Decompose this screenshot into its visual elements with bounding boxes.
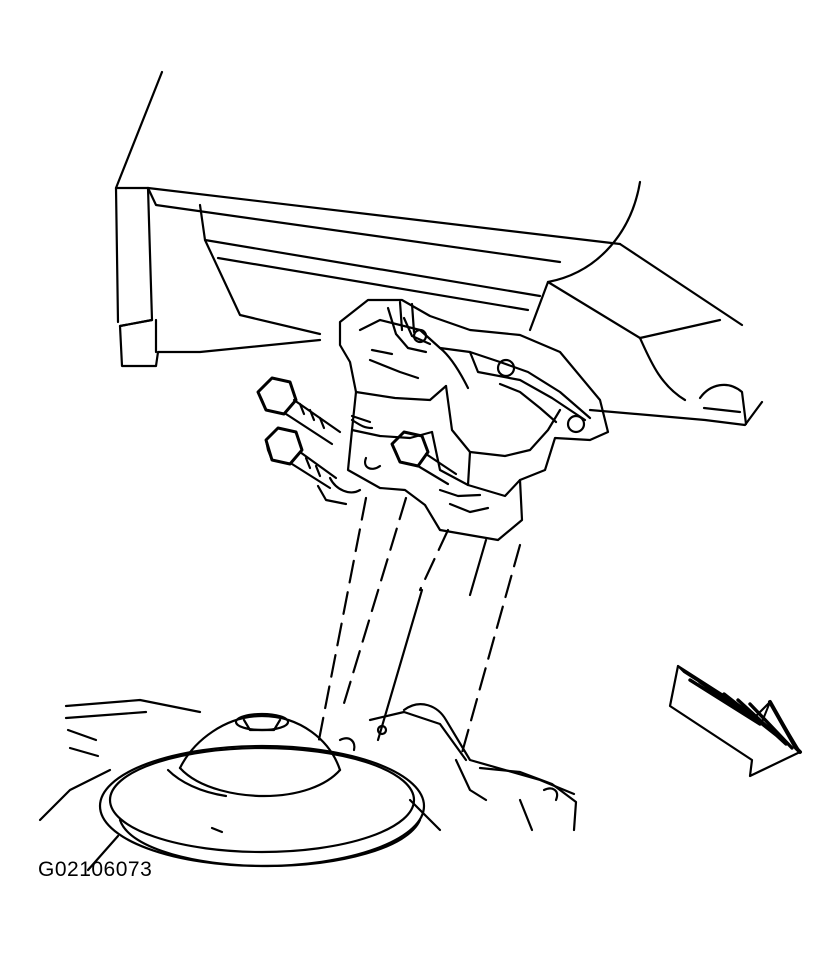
upper-body-panel bbox=[116, 72, 762, 425]
front-direction-arrow-icon bbox=[670, 666, 800, 776]
figure-id-label: G02106073 bbox=[38, 858, 153, 881]
strut-tower-mount bbox=[40, 700, 576, 870]
alignment-guides bbox=[318, 498, 520, 760]
alignment-guide-solid bbox=[378, 540, 486, 740]
bolt-lower-left bbox=[266, 428, 336, 488]
engine-mount-bracket bbox=[340, 300, 608, 540]
retainer-clips bbox=[318, 420, 380, 504]
bolt-lower-right bbox=[392, 432, 456, 484]
bolt-upper bbox=[258, 378, 340, 444]
